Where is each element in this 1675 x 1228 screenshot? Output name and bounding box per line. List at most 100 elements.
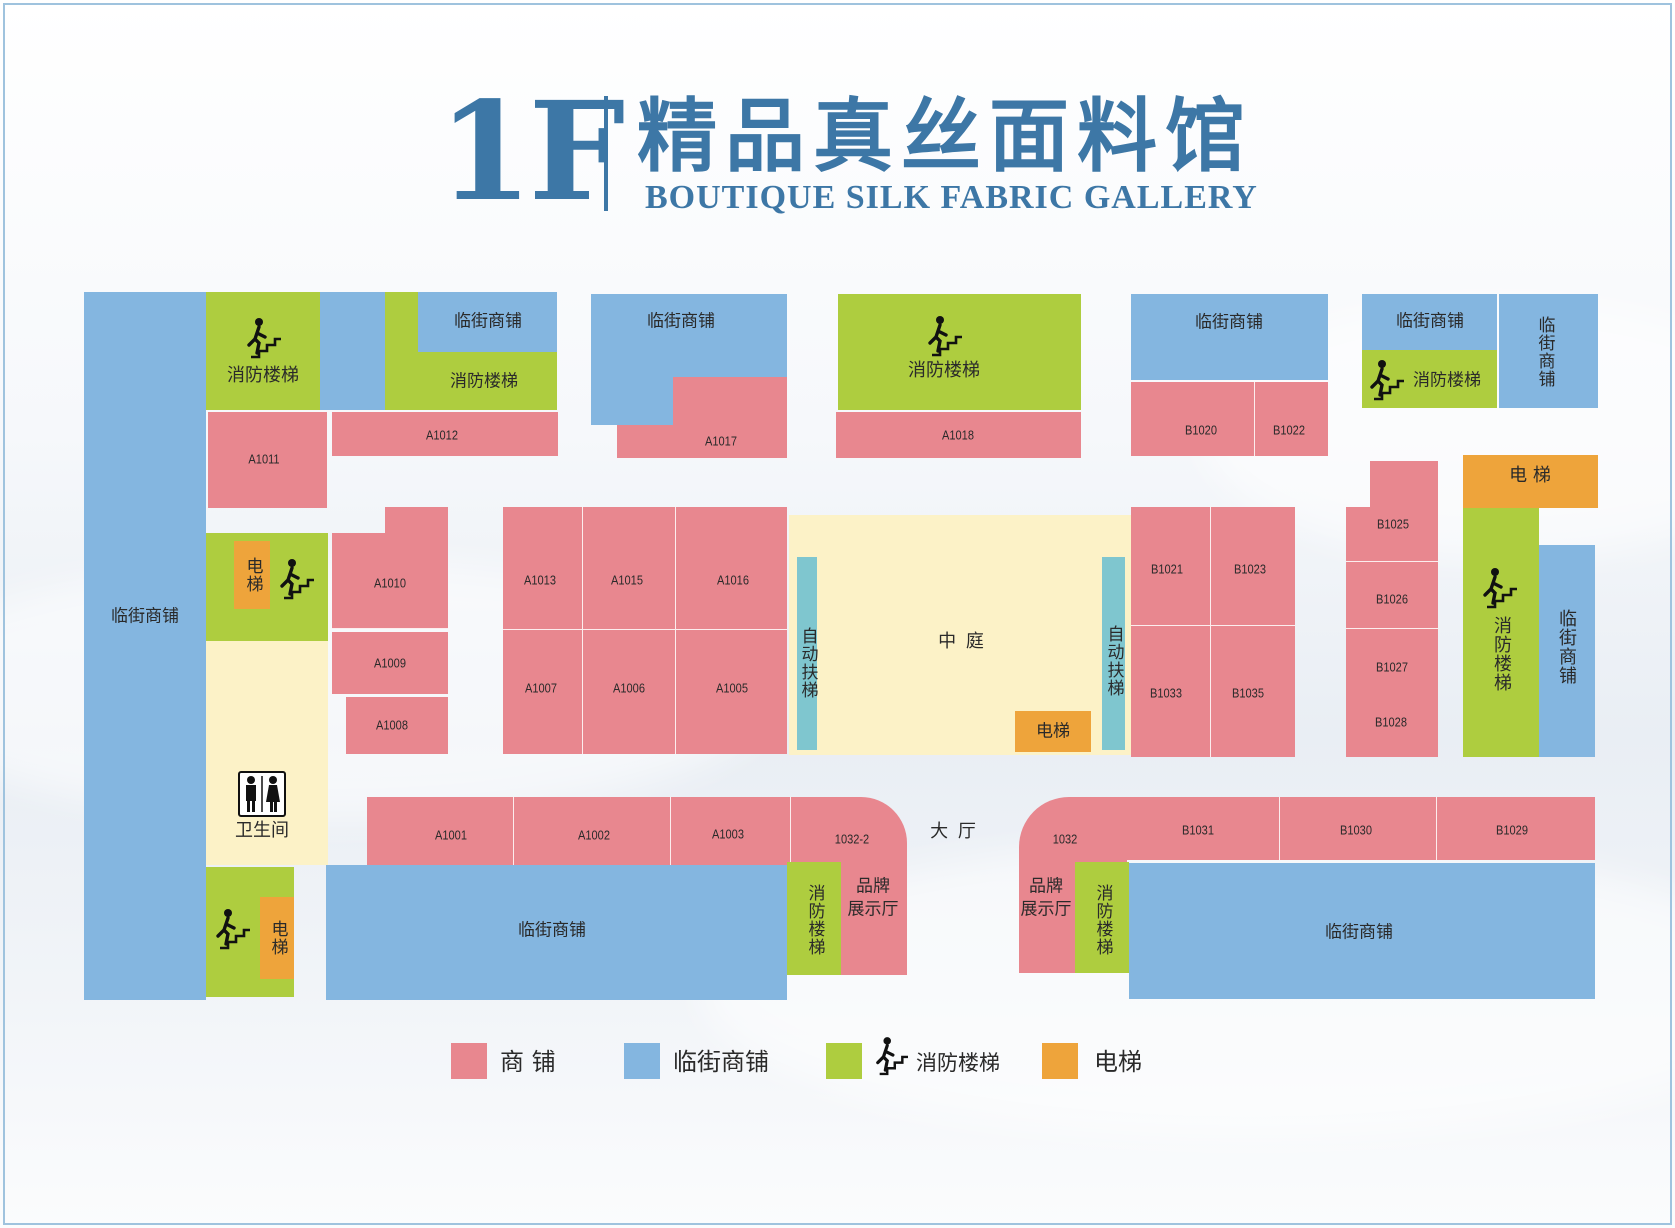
fire-stairs-3[interactable]: 消防楼梯 [838, 294, 1081, 410]
shop-A1011[interactable]: A1011 [208, 412, 327, 508]
fire-stairs-label: 消防楼梯 [1413, 370, 1481, 391]
shop-A1017[interactable]: A1017 [617, 425, 787, 458]
shop-B1025[interactable]: B1025 [1346, 507, 1438, 562]
street-shop-6[interactable]: 临街商铺 [1499, 294, 1598, 408]
stairs-icon [928, 316, 962, 357]
shop-code: B1033 [1150, 685, 1182, 701]
shop-A1001[interactable]: A1001 [367, 797, 514, 865]
brand-showroom-label: 展示厅 [1020, 899, 1072, 920]
shop-A1008[interactable]: A1008 [346, 697, 448, 754]
restroom-icon [238, 771, 286, 817]
shop-B1035[interactable]: B1035 [1211, 626, 1295, 757]
shop-A1017-top[interactable] [673, 377, 787, 425]
legend-swatch-elevator [1042, 1043, 1078, 1079]
shop-code: B1030 [1340, 822, 1372, 838]
escalator-left[interactable]: 自动扶梯 [797, 557, 818, 750]
shop-A1010-top[interactable] [385, 507, 448, 533]
street-shop-label: 临街商铺 [1534, 316, 1555, 388]
shop-code: A1017 [705, 433, 737, 449]
shop-code: A1003 [712, 826, 744, 842]
legend-label-shop: 商 铺 [500, 1048, 556, 1076]
street-shop-small[interactable] [320, 292, 385, 410]
elevator-stairs-bottom-left[interactable]: 电梯 [206, 867, 294, 997]
elevator-stairs-left[interactable]: 电梯 [206, 533, 328, 641]
stairs-icon [216, 909, 250, 950]
legend-swatch-fire-stairs [826, 1043, 862, 1079]
shop-B1022[interactable]: B1022 [1255, 382, 1328, 456]
street-shop-4[interactable]: 临街商铺 [1131, 294, 1328, 380]
fire-stairs-label: 消防楼梯 [227, 365, 299, 386]
shop-A1013[interactable]: A1013 [503, 507, 583, 630]
brand-showroom-label: 品牌 [856, 876, 890, 897]
escalator-right[interactable]: 自动扶梯 [1102, 557, 1125, 750]
street-shop-bottom-left[interactable]: 临街商铺 [326, 865, 787, 1000]
street-shop-label: 临街商铺 [1325, 922, 1393, 943]
fire-stairs-2[interactable]: 消防楼梯 [418, 352, 557, 410]
fire-stairs-4[interactable]: 消防楼梯 [787, 862, 841, 975]
restroom-area[interactable]: 卫生间 [206, 641, 328, 865]
elevator-right[interactable]: 电 梯 [1463, 455, 1598, 508]
shop-B1020[interactable]: B1020 [1131, 382, 1255, 456]
fire-stairs-label: 消防楼梯 [804, 884, 825, 956]
shop-B1031[interactable]: B1031 [1127, 797, 1280, 860]
elevator-left[interactable]: 电梯 [234, 541, 270, 609]
street-shop-7[interactable]: 临街商铺 [1539, 545, 1595, 757]
shop-A1018[interactable]: A1018 [836, 412, 1081, 458]
street-shop-5[interactable]: 临街商铺 [1362, 294, 1497, 350]
fire-stairs-label: 消防楼梯 [450, 371, 518, 392]
stairs-icon [247, 318, 281, 359]
fire-stairs-label: 消防楼梯 [1092, 884, 1113, 956]
shop-A1015[interactable]: A1015 [583, 507, 676, 630]
elevator-label: 电梯 [242, 557, 263, 593]
shop-B1027-B1028[interactable]: B1027 B1028 [1346, 629, 1438, 757]
shop-A1010[interactable]: A1010 [332, 533, 448, 629]
shop-B1025-top[interactable] [1370, 461, 1438, 507]
stairs-icon [280, 559, 314, 600]
shop-A1016[interactable]: A1016 [676, 507, 787, 630]
shop-B1023[interactable]: B1023 [1211, 507, 1295, 626]
shop-code: B1026 [1376, 591, 1408, 607]
shop-B1033[interactable]: B1033 [1131, 626, 1211, 757]
shop-code: A1018 [942, 427, 974, 443]
stairs-icon [1483, 568, 1517, 609]
fire-stairs-5[interactable]: 消防楼梯 [1362, 350, 1497, 408]
shop-code: A1002 [578, 827, 610, 843]
shop-code: A1015 [611, 572, 643, 588]
shop-B1029[interactable]: B1029 [1437, 797, 1595, 860]
shop-code: B1025 [1377, 516, 1409, 532]
shop-A1005[interactable]: A1005 [676, 630, 787, 754]
street-shop-label: 临街商铺 [1556, 609, 1577, 685]
stairs-icon [1370, 360, 1404, 401]
fire-stairs-7[interactable]: 消防楼梯 [1075, 862, 1129, 973]
fire-stairs-6[interactable]: 消防楼梯 [1463, 508, 1539, 757]
shop-B1021[interactable]: B1021 [1131, 507, 1211, 626]
escalator-label: 自动扶梯 [1103, 625, 1124, 697]
shop-A1003[interactable]: A1003 [671, 797, 791, 865]
shop-code: A1012 [426, 427, 458, 443]
street-shop-2[interactable]: 临街商铺 [418, 292, 557, 352]
fire-stairs-label: 消防楼梯 [1491, 616, 1512, 692]
street-shop-label: 临街商铺 [647, 311, 715, 332]
shop-A1006[interactable]: A1006 [583, 630, 676, 754]
shop-A1002[interactable]: A1002 [514, 797, 671, 865]
street-shop-left[interactable]: 临街商铺 [84, 292, 206, 1000]
shop-A1012[interactable]: A1012 [332, 412, 558, 456]
shop-B1030[interactable]: B1030 [1280, 797, 1437, 860]
shop-A1007[interactable]: A1007 [503, 630, 583, 754]
stairs-icon [876, 1037, 908, 1076]
shop-code: 1032-2 [834, 831, 870, 847]
fire-stairs-1[interactable]: 消防楼梯 [206, 292, 320, 410]
legend-label-fire-stairs: 消防楼梯 [916, 1051, 1000, 1075]
elevator-bottom-left[interactable]: 电梯 [260, 897, 294, 979]
shop-A1009[interactable]: A1009 [332, 632, 448, 694]
shop-code: A1008 [376, 717, 408, 733]
street-shop-label: 临街商铺 [1195, 312, 1263, 333]
shop-B1026[interactable]: B1026 [1346, 562, 1438, 629]
brand-showroom-label: 品牌 [1029, 876, 1063, 897]
elevator-atrium[interactable]: 电梯 [1015, 711, 1091, 752]
fire-stairs-label: 消防楼梯 [908, 360, 980, 381]
shop-code: A1016 [717, 572, 749, 588]
escalator-label: 自动扶梯 [797, 627, 818, 699]
street-shop-bottom-right[interactable]: 临街商铺 [1129, 863, 1595, 999]
